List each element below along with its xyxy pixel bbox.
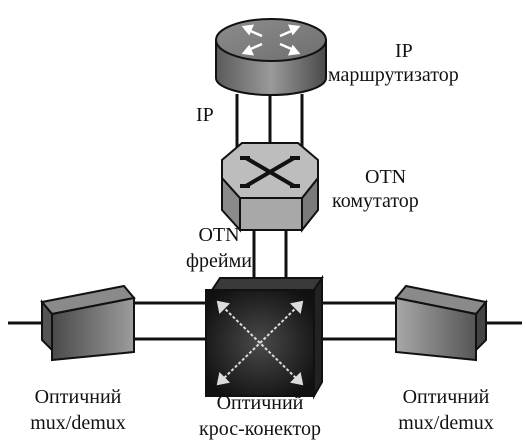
right-mux-demux (394, 284, 488, 362)
right-mux-label-line2: mux/demux (398, 412, 494, 434)
cross-connect-label-line2: крос-конектор (199, 418, 321, 440)
switch-otn-label: OTN (365, 166, 407, 188)
right-mux-label-line1: Оптичний (402, 386, 490, 408)
left-mux-label-line1: Оптичний (34, 386, 122, 408)
cross-connect-arrows-icon (216, 300, 304, 386)
otn-switch (221, 142, 319, 233)
router-name-label: маршрутизатор (328, 64, 459, 86)
ip-link-label: IP (196, 104, 214, 126)
ip-router (215, 18, 327, 96)
left-mux-label-line2: mux/demux (30, 412, 126, 434)
optical-cross-connect (205, 274, 324, 400)
router-arrows-icon (241, 24, 301, 56)
cross-connect-label-line1: Оптичний (216, 392, 304, 414)
frames-name-label: фрейми (186, 250, 252, 272)
switch-name-label: комутатор (332, 190, 419, 212)
router-ip-label: IP (395, 40, 413, 62)
left-mux-demux (40, 284, 136, 362)
switch-cross-icon (240, 156, 300, 188)
frames-otn-label: OTN (198, 224, 240, 246)
links (8, 94, 522, 341)
